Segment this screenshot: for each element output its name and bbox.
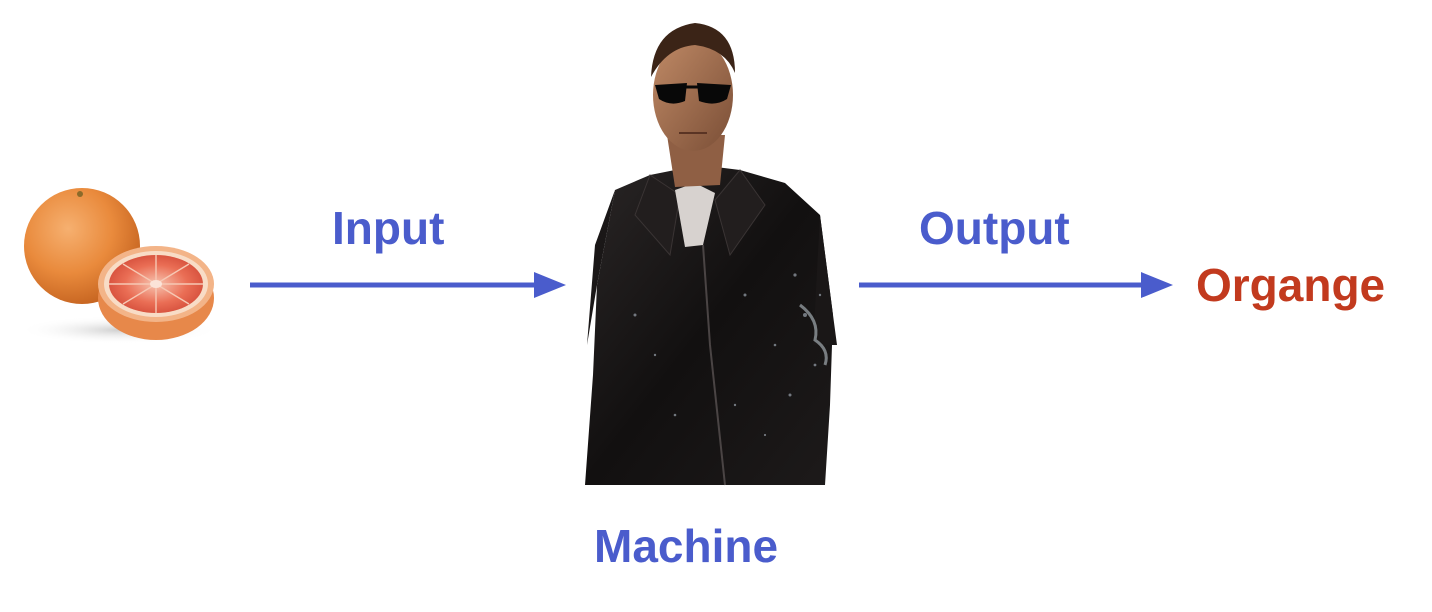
input-label: Input [332, 202, 445, 254]
output-arrow [857, 270, 1175, 300]
result-label: Organge [1196, 259, 1386, 311]
grapefruit-image [14, 180, 224, 345]
input-arrow [248, 270, 568, 300]
output-label: Output [919, 202, 1070, 254]
machine-label: Machine [594, 520, 779, 572]
terminator-figure-image [575, 15, 845, 490]
